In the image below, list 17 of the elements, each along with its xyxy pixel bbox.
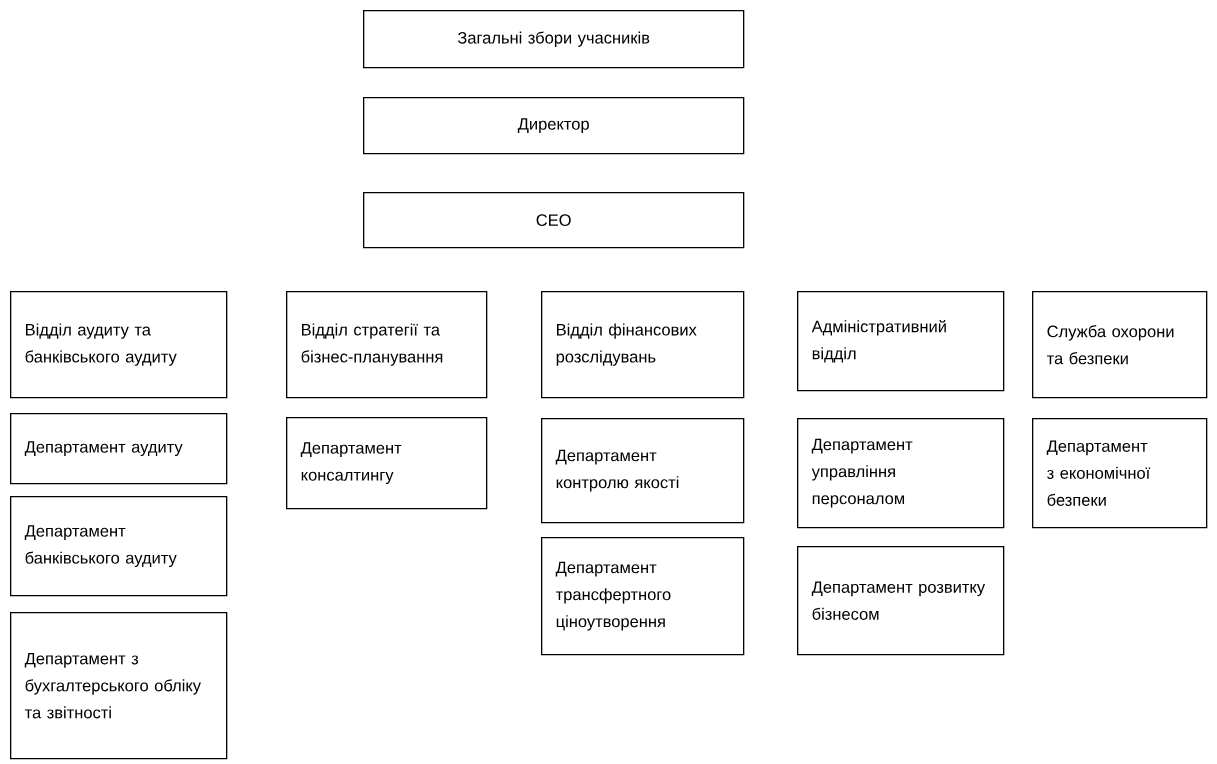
title-box: Загальні збори учасників <box>363 10 745 69</box>
department-box: Відділ фінансових розслідувань <box>541 291 745 399</box>
department-box: Департамент розвитку бізнесом <box>797 546 1005 656</box>
department-box: Департамент управління персоналом <box>797 418 1005 529</box>
title-box: CEO <box>363 192 745 249</box>
department-box: Департамент банківського аудиту <box>10 496 228 597</box>
department-box: Служба охорони та безпеки <box>1032 291 1208 399</box>
department-box: Відділ стратегії та бізнес-планування <box>286 291 488 399</box>
department-box: Департамент аудиту <box>10 413 228 485</box>
department-box: Департамент контролю якості <box>541 418 745 524</box>
department-box: Відділ аудиту та банківського аудиту <box>10 291 228 399</box>
department-box: Департамент з економічної безпеки <box>1032 418 1208 529</box>
department-box: Департамент трансфертного ціноутворення <box>541 537 745 656</box>
department-box: Адміністративний відділ <box>797 291 1005 392</box>
title-box: Директор <box>363 97 745 155</box>
department-box: Департамент консалтингу <box>286 417 488 510</box>
department-box: Департамент з бухгалтерського обліку та звітності <box>10 612 228 760</box>
